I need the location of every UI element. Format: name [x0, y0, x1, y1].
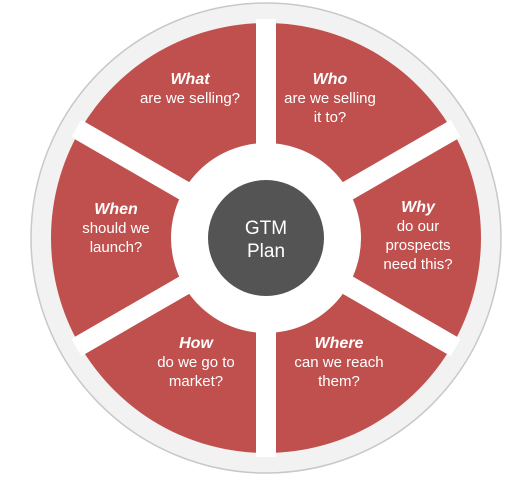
- segment-line: can we reach: [294, 354, 384, 371]
- segment-line: do we go to: [157, 354, 235, 371]
- segment-line: should we: [82, 220, 150, 237]
- segment-line: them?: [318, 373, 360, 390]
- segment-why: [266, 130, 481, 346]
- center-label: GTM Plan: [216, 190, 316, 290]
- segment-question: Where: [314, 335, 364, 352]
- segment-how-label: How do we go to market?: [121, 334, 271, 391]
- segment-where-label: Where can we reach them?: [264, 334, 414, 391]
- segment-line: need this?: [383, 256, 453, 273]
- segment-what-label: What are we selling?: [115, 70, 265, 108]
- segment-line: do our: [396, 218, 440, 235]
- segment-line: launch?: [89, 239, 143, 256]
- segment-who-label: Who are we selling it to?: [255, 70, 405, 127]
- segment-why-label: Why do our prospects need this?: [343, 198, 493, 274]
- segment-question: When: [94, 201, 138, 218]
- segment-line: are we selling?: [139, 90, 241, 107]
- center-line-1: GTM: [244, 218, 288, 239]
- segment-when-label: When should we launch?: [41, 200, 191, 257]
- segment-line: market?: [168, 373, 224, 390]
- segment-when: [51, 130, 267, 346]
- segment-question: Who: [312, 71, 348, 88]
- segment-line: prospects: [385, 237, 451, 254]
- center-circle: [208, 180, 324, 296]
- segment-question: Why: [401, 199, 435, 216]
- segment-question: What: [170, 71, 210, 88]
- segment-question: How: [179, 335, 213, 352]
- segment-line: it to?: [313, 109, 347, 126]
- segment-line: are we selling: [284, 90, 376, 107]
- center-line-2: Plan: [246, 241, 286, 262]
